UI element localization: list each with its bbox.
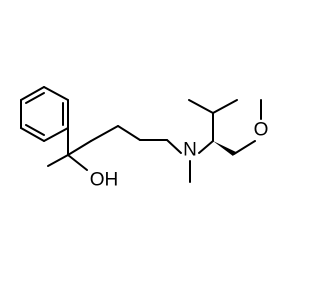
ring-bond (43, 127, 69, 142)
isopropyl-methyl-bond (188, 99, 214, 114)
isopropyl-methyl-bond (212, 99, 238, 114)
amine-substituents (188, 99, 262, 183)
alkyl-chain (90, 125, 182, 154)
n-to-stereocenter-bond (198, 140, 214, 154)
carbinol-center (47, 127, 92, 171)
ring-double-bond (25, 124, 45, 136)
ring-bond (43, 86, 69, 101)
ring-double-bond (25, 92, 45, 104)
chemical-structure-diagram: N OH O (20, 86, 269, 191)
phenyl-ring (20, 86, 69, 142)
chain-bond (166, 139, 182, 154)
ring-bond (20, 127, 45, 142)
nitrogen-atom-label: N (183, 140, 197, 161)
oxygen-atom-label: O (254, 120, 269, 141)
hydroxyl-label: OH (90, 170, 119, 191)
methylene-to-oxygen-bond (233, 140, 256, 155)
chain-bond (67, 140, 92, 156)
methyl-bond (47, 154, 69, 167)
hydroxyl-bond (67, 154, 88, 171)
chain-bond (90, 125, 119, 142)
wedge-bond (213, 141, 236, 156)
chain-bond (117, 125, 141, 141)
ring-bond (20, 86, 45, 101)
